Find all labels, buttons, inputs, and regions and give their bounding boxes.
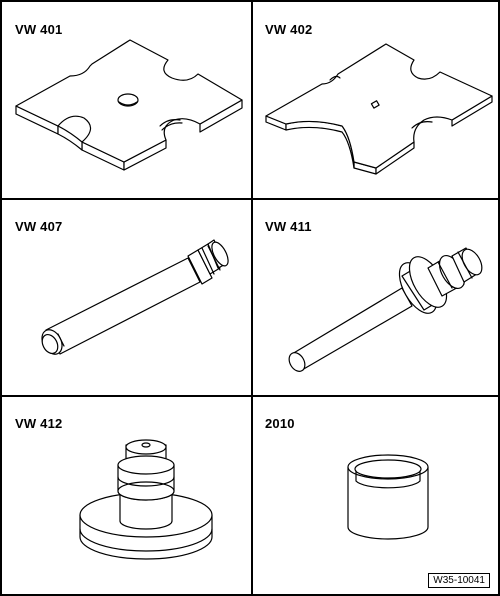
- vw402-plate-drawing: [252, 2, 500, 198]
- row-divider-2: [2, 395, 500, 397]
- drawing-number-stamp: W35-10041: [428, 573, 490, 588]
- vw401-plate-drawing: [2, 2, 250, 198]
- vw411-pin-drawing: [252, 198, 500, 395]
- panel-label-vw402: VW 402: [265, 22, 313, 37]
- 2010-sleeve-drawing: [252, 395, 500, 595]
- panel-label-vw412: VW 412: [15, 416, 63, 431]
- panel-label-vw411: VW 411: [265, 219, 312, 234]
- vertical-divider: [251, 2, 253, 596]
- vw412-punch-drawing: [2, 395, 250, 595]
- vw407-pin-drawing: [2, 198, 250, 395]
- panel-label-vw407: VW 407: [15, 219, 63, 234]
- row-divider-1: [2, 198, 500, 200]
- panel-label-vw401: VW 401: [15, 22, 63, 37]
- panel-label-2010: 2010: [265, 416, 295, 431]
